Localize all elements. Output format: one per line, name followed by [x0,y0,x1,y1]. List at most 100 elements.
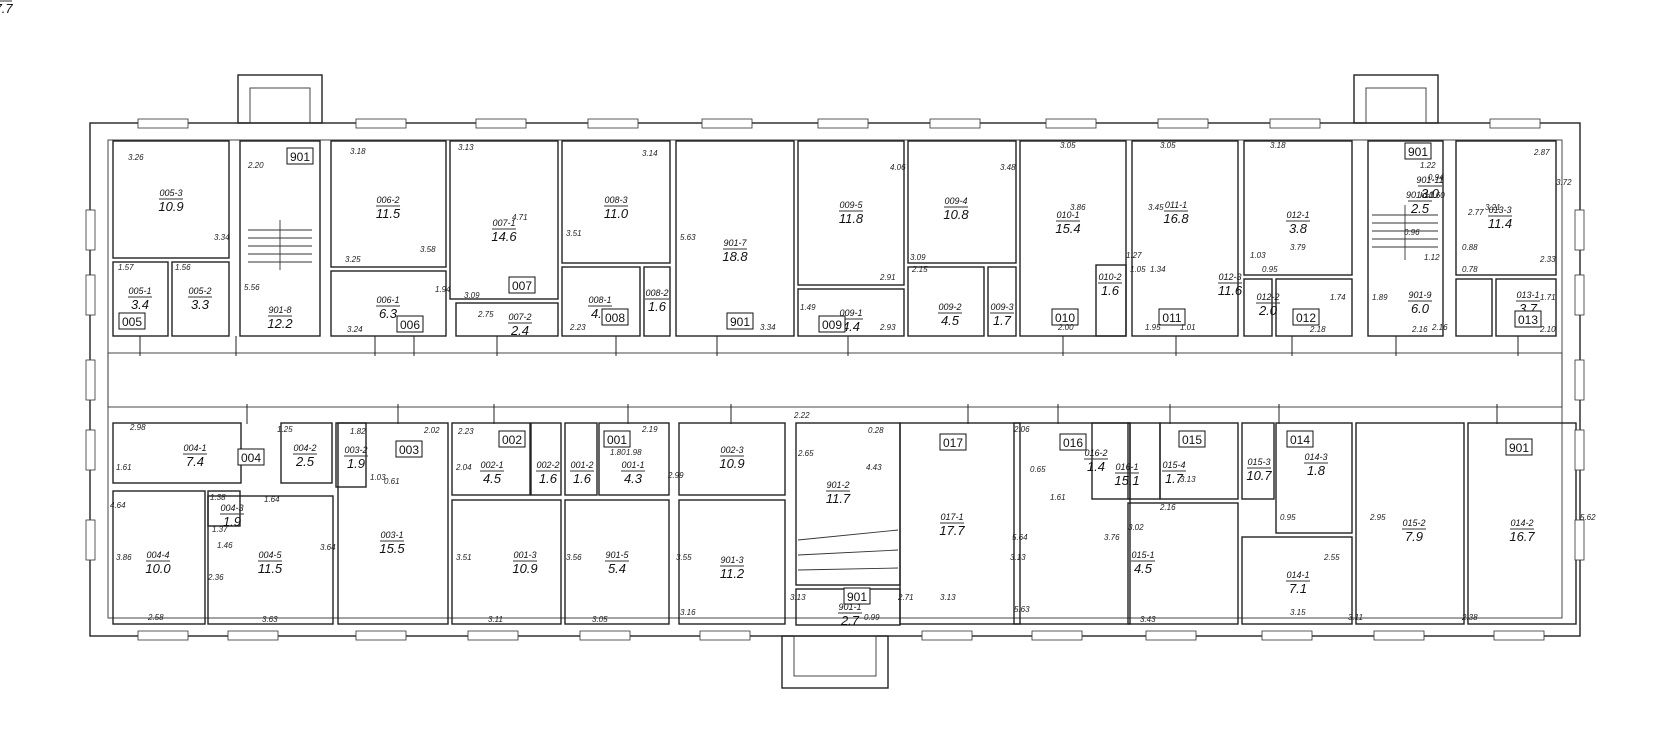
unit-number-box: 011 [1158,308,1186,326]
unit-number-box: 009 [818,315,846,333]
room: 004-17.4 [183,443,207,469]
window [85,429,96,471]
dimension-label: 0.95 [1262,265,1278,274]
room-area: 6.3 [379,306,398,321]
unit-number: 001 [607,433,627,447]
dimension-label: 0.78 [1462,265,1478,274]
dimension-label: 1.12 [1424,253,1440,262]
dimension-label: 3.05 [1060,141,1076,150]
dimension-label: 3.45 [1148,203,1164,212]
dimension-label: 1.89 [1372,293,1388,302]
dimension-label: 1.64 [264,495,280,504]
room-id: 015-4 [1162,460,1185,470]
room: 901-96.0 [1408,290,1432,316]
room: 001-310.9 [512,550,537,576]
dimension-label: 2.22 [793,411,810,420]
unit-number: 901 [290,150,310,164]
dimension-label: 3.64 [320,543,336,552]
dimension-label: 3.15 [0,0,16,2]
dimension-label: 1.98 [626,448,642,457]
room: 002-14.5 [480,460,504,486]
room-area: 11.0 [604,206,629,221]
room-id: 002-2 [536,460,559,470]
dimension-label: 2.23 [457,427,474,436]
room-area: 12.2 [267,316,293,331]
dimension-label: 3.15 [1290,608,1306,617]
unit-number-box: 014 [1286,430,1314,448]
room-area: 11.8 [839,211,864,226]
dimension-label: 1.34 [1150,265,1166,274]
dimension-label: 1.95 [1145,323,1161,332]
room-id: 009-1 [839,308,862,318]
dimension-label: 3.86 [1070,203,1086,212]
dimension-label: 1.22 [1420,161,1436,170]
dimension-label: 1.27 [1126,251,1142,260]
room-id: 006-1 [376,295,399,305]
room: 901-55.4 [605,550,629,576]
dimension-label: 3.63 [262,615,278,624]
unit-number: 012 [1296,311,1316,325]
dimension-label: 4.43 [866,463,882,472]
room: 001-21.6 [570,460,594,486]
stairs-west [248,220,312,270]
south-porch [781,635,889,689]
room-id: 009-5 [839,200,863,210]
room: 003-21.9 [344,445,368,471]
room-id: 001-2 [570,460,593,470]
stairs-east [1372,205,1438,260]
dimension-label: 1.46 [217,541,233,550]
dimension-label: 1.71 [1540,293,1556,302]
window [85,359,96,401]
room-id: 015-1 [1131,550,1154,560]
window [701,118,753,129]
dimension-label: 3.13 [1010,553,1026,562]
window [1373,630,1425,641]
room-id: 002-1 [480,460,503,470]
room: 004-22.5 [293,443,317,469]
dimension-label: 3.09 [464,291,480,300]
room-id: 009-4 [944,196,967,206]
unit-number: 011 [1162,311,1181,325]
room-id: 005-1 [128,286,151,296]
room: 005-23.3 [188,286,212,312]
room: 901-812.2 [267,305,293,331]
unit-number: 014 [1290,433,1310,447]
unit-number: 002 [502,433,522,447]
room: 010-21.6 [1098,272,1122,298]
dimension-label: 5.63 [0,0,16,2]
unit-number-box: 002 [498,430,526,448]
dimension-label: 0.65 [1030,465,1046,474]
room-area: 5.4 [608,561,626,576]
dimension-label: 2.95 [1369,513,1386,522]
dimension-label: 3.34 [760,323,776,332]
room: 011-116.8 [1163,200,1189,226]
dimension-label: 3.51 [456,553,472,562]
room: 008-311.0 [604,195,629,221]
unit-number: 003 [399,443,419,457]
room-id: 014-1 [1286,570,1309,580]
room-area: 1.7 [993,313,1012,328]
unit-number: 901 [730,315,750,329]
dimension-label: 1.94 [435,285,451,294]
room-id: 901-7 [723,238,747,248]
room-id: 009-2 [938,302,961,312]
dimension-label: 0.96 [1404,228,1420,237]
dimension-label: 1.56 [175,263,191,272]
room: 014-31.8 [1304,452,1328,478]
dimension-label: 3.11 [1348,613,1363,622]
dimension-label: 2.38 [1461,613,1478,622]
room: 901-311.2 [720,555,745,581]
unit-number: 004 [241,451,261,465]
room-area: 14.6 [491,229,517,244]
room-area: 1.6 [573,471,592,486]
unit-number-box: 901 [1404,142,1432,160]
room-area: 2.0 [1258,303,1278,318]
room-area: 1.8 [1307,463,1326,478]
dimension-label: 3.09 [910,253,926,262]
room: 016-21.4 [1084,448,1108,474]
room-id: 009-3 [990,302,1013,312]
dimension-label: 1.57 [118,263,134,272]
room: 012-22.0 [1256,292,1280,318]
dimension-label: 3.11 [488,615,503,624]
